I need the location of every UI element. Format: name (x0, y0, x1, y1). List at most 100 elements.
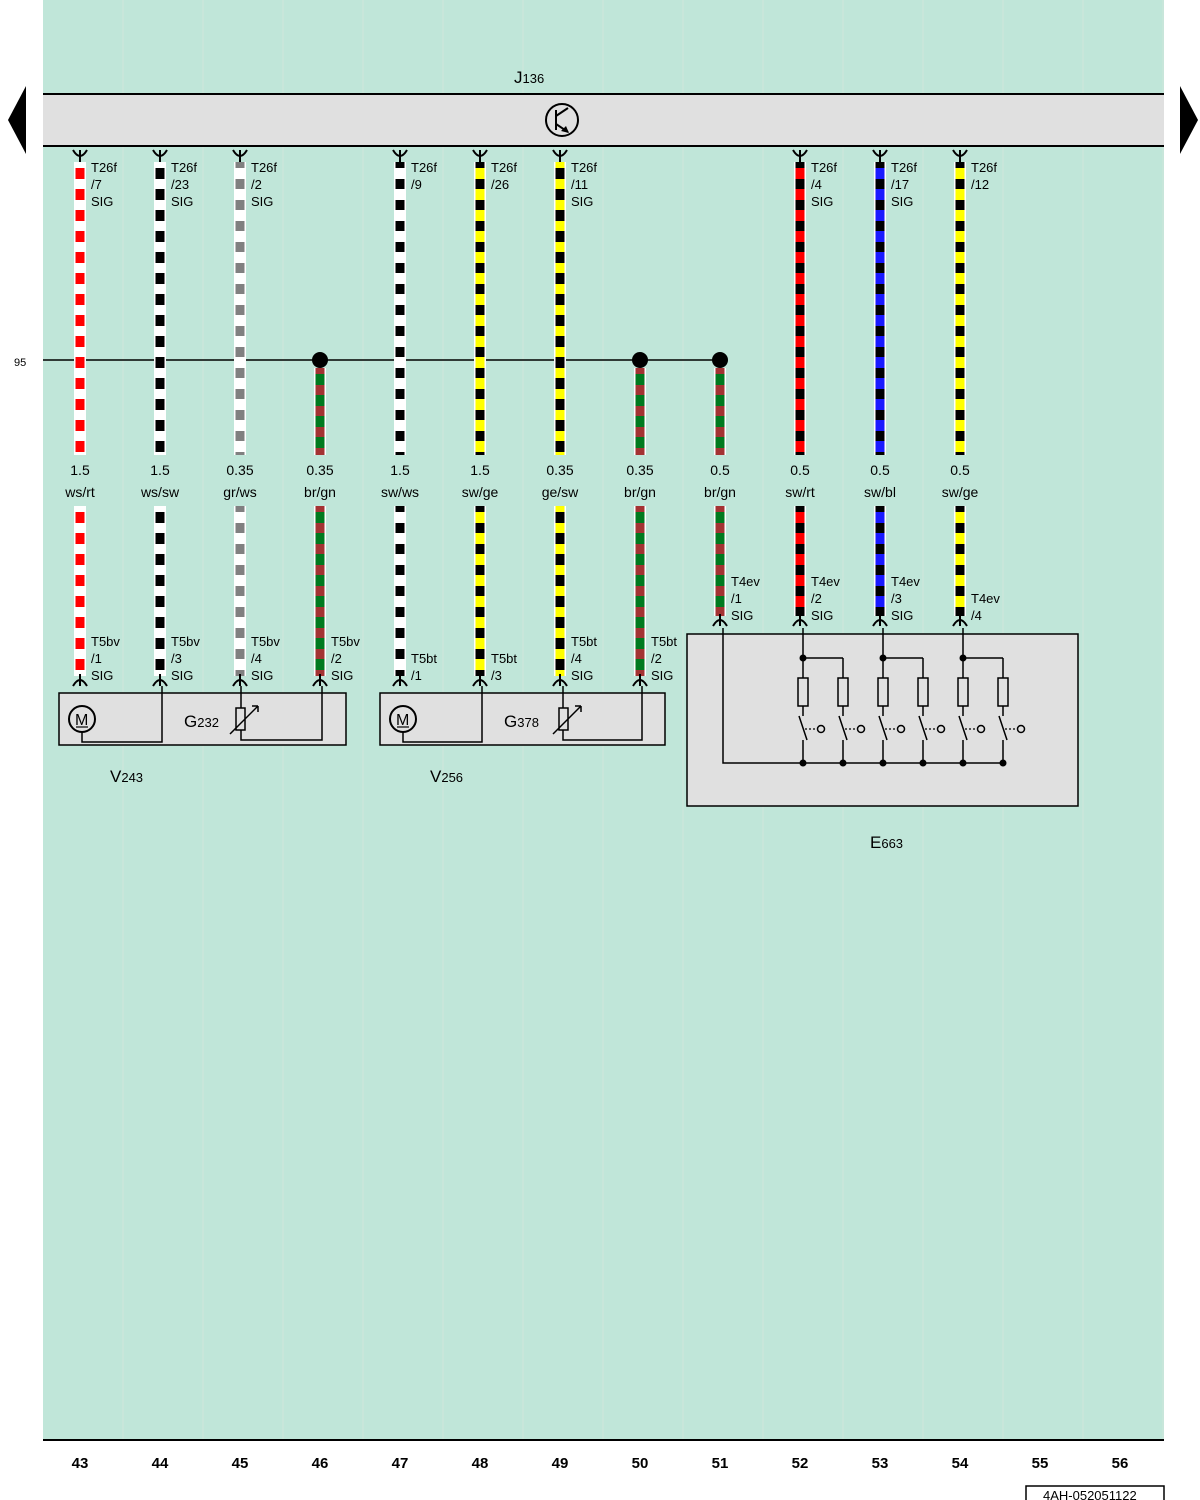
wire-color-code: sw/rt (785, 484, 815, 500)
pin-label-top: /23 (171, 177, 189, 192)
pin-label-bottom: SIG (731, 608, 753, 623)
connector-icon (552, 674, 568, 687)
connector-icon (392, 149, 408, 162)
switch-icon (998, 715, 1008, 741)
wire-segment (154, 162, 166, 455)
pin-label-top: SIG (891, 194, 913, 209)
sensor-return-wire (240, 686, 323, 741)
pin-label-top: SIG (91, 194, 113, 209)
wire-size: 1.5 (390, 462, 410, 478)
connector-icon (472, 149, 488, 162)
pin-label-bottom: T4ev (811, 574, 840, 589)
pin-label-top: T26f (891, 160, 917, 175)
switch-array (722, 628, 1026, 767)
switch-button-icon (896, 724, 906, 734)
connector-icon (72, 674, 88, 687)
pin-label-top: /2 (251, 177, 262, 192)
pin-label-top: /17 (891, 177, 909, 192)
wire-size: 0.35 (546, 462, 573, 478)
component-v243-box (58, 692, 347, 746)
component-e663: E663 (686, 628, 1079, 852)
wire-segment (794, 506, 806, 616)
wire-segment (634, 506, 646, 676)
column-number: 55 (1032, 1455, 1049, 1472)
column-number: 45 (232, 1455, 249, 1472)
wire-color-code: sw/ge (942, 484, 979, 500)
column-number: 51 (712, 1455, 729, 1472)
wire-size: 0.35 (626, 462, 653, 478)
wire-size: 0.5 (950, 462, 970, 478)
pin-label-bottom: SIG (251, 668, 273, 683)
component-v256: V256 G378 M (379, 686, 666, 786)
pin-label-bottom: SIG (571, 668, 593, 683)
wire-size: 1.5 (470, 462, 490, 478)
connector-icon (632, 674, 648, 687)
switch-icon (918, 715, 928, 741)
sensor-return-wire (562, 686, 643, 741)
pin-label-bottom: T5bt (491, 651, 517, 666)
pin-label-top: /9 (411, 177, 422, 192)
pin-label-top: SIG (171, 194, 193, 209)
wire-size: 0.5 (870, 462, 890, 478)
pin-label-bottom: /4 (971, 608, 982, 623)
pin-label-bottom: /1 (91, 651, 102, 666)
component-v243-label: V243 (110, 767, 143, 786)
wire-segment (554, 162, 566, 455)
wire-color-code: br/gn (304, 484, 336, 500)
wire-color-code: sw/bl (864, 484, 896, 500)
wire-size: 0.5 (710, 462, 730, 478)
connector-icon (872, 614, 888, 627)
pin-label-top: T26f (571, 160, 597, 175)
pin-label-top: SIG (251, 194, 273, 209)
next-page-arrow-icon[interactable] (1180, 86, 1198, 154)
svg-text:M: M (75, 712, 88, 729)
wire-color-code: br/gn (704, 484, 736, 500)
connector-icon (232, 149, 248, 162)
transistor-icon (545, 103, 579, 137)
switch-icon (798, 715, 808, 741)
junction-dot (999, 759, 1007, 767)
junction-dot (959, 759, 967, 767)
column-number: 44 (152, 1455, 169, 1472)
switch-button-icon (856, 724, 866, 734)
column-number: 52 (792, 1455, 809, 1472)
motor-return-wire (81, 686, 163, 743)
pin-label-top: T26f (811, 160, 837, 175)
previous-page-arrow-icon[interactable] (8, 86, 26, 154)
pin-label-top: SIG (571, 194, 593, 209)
wire-color-code: sw/ws (381, 484, 419, 500)
switch-icon (958, 715, 968, 741)
sensor-g378-label: G378 (504, 712, 539, 731)
pin-label-bottom: T4ev (731, 574, 760, 589)
pin-label-top: /11 (571, 177, 588, 192)
pin-label-bottom: SIG (651, 668, 673, 683)
connector-icon (312, 674, 328, 687)
wire-color-code: ge/sw (542, 484, 579, 500)
pin-label-bottom: T4ev (891, 574, 920, 589)
pin-label-top: /26 (491, 177, 509, 192)
pin-label-bottom: T5bv (331, 634, 360, 649)
pin-label-bottom: T5bv (171, 634, 200, 649)
pin-label-bottom: /1 (411, 668, 422, 683)
wire-segment (154, 506, 166, 676)
pin-label-top: T26f (971, 160, 997, 175)
wire-size: 1.5 (70, 462, 90, 478)
column-number: 46 (312, 1455, 329, 1472)
pin-label-bottom: SIG (811, 608, 833, 623)
wire-segment (954, 506, 966, 616)
ground-junction-dot (632, 352, 648, 368)
wire-segment (714, 368, 726, 455)
pin-label-top: /12 (971, 177, 989, 192)
switch-button-icon (936, 724, 946, 734)
switch-button-icon (816, 724, 826, 734)
connector-icon (712, 614, 728, 627)
